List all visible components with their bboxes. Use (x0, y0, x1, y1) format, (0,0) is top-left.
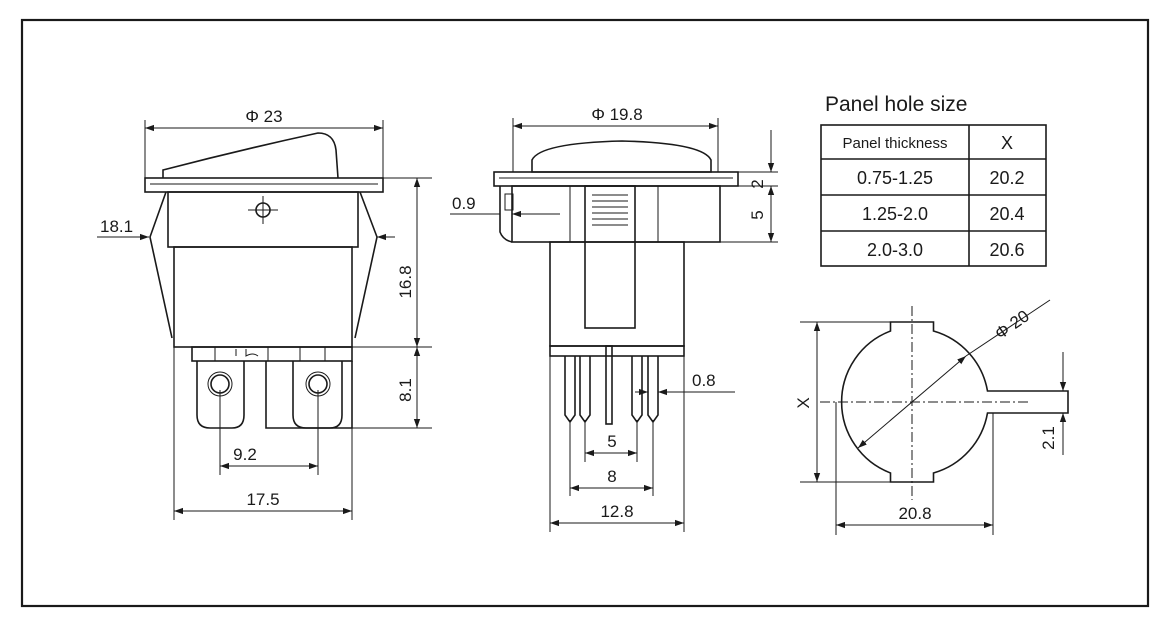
front-body-height-label: 16.8 (396, 265, 415, 298)
front-view (144, 132, 384, 429)
front-view-dimensions: Φ 23 18.1 16.8 8.1 9.2 17.5 (97, 107, 432, 520)
panel-row-2-x: 20.4 (989, 204, 1024, 224)
front-left-clip (149, 191, 173, 339)
drawing-frame (20, 18, 1150, 608)
panel-row-3-thickness: 2.0-3.0 (867, 240, 923, 260)
front-terminal-pitch-label: 9.2 (233, 445, 257, 464)
front-base-width-label: 17.5 (246, 490, 279, 509)
panel-hole-outline (840, 321, 1069, 483)
front-terminal-height-label: 8.1 (396, 378, 415, 402)
panel-row-1-x: 20.2 (989, 168, 1024, 188)
side-pin-pitch-outer-label: 8 (607, 467, 616, 486)
hole-overall-width-label: 20.8 (898, 504, 931, 523)
side-bezel (493, 171, 739, 187)
panel-hole-view: Φ 20 X 2.1 20.8 (794, 299, 1069, 535)
panel-row-3-x: 20.6 (989, 240, 1024, 260)
panel-row-2-thickness: 1.25-2.0 (862, 204, 928, 224)
side-offset-label: 0.9 (452, 194, 476, 213)
hole-x-label: X (794, 397, 813, 408)
hole-diameter-label: Φ 20 (991, 306, 1032, 343)
side-dome-cap (531, 140, 712, 173)
panel-hole-table: Panel hole size Panel thickness X 0.75-1… (820, 93, 1047, 267)
front-lower-body (173, 246, 353, 348)
side-pins (564, 345, 659, 425)
side-pin-width-label: 0.8 (692, 371, 716, 390)
side-body-width-label: 12.8 (600, 502, 633, 521)
panel-header-x: X (1001, 133, 1013, 153)
panel-table-title: Panel hole size (825, 93, 967, 116)
side-view (493, 140, 739, 425)
front-dia-label: Φ 23 (245, 107, 282, 126)
side-dia-label: Φ 19.8 (591, 105, 642, 124)
side-lower-housing (549, 241, 685, 347)
side-pin-pitch-inner-label: 5 (607, 432, 616, 451)
panel-header-thickness: Panel thickness (842, 135, 947, 152)
side-view-dimensions: Φ 19.8 0.9 2 5 0.8 5 8 12.8 (450, 105, 778, 532)
front-bezel (144, 177, 384, 193)
side-cap-height-label: 2 (748, 179, 767, 188)
front-rocker (162, 132, 339, 179)
panel-row-1-thickness: 0.75-1.25 (857, 168, 933, 188)
side-lip-height-label: 5 (748, 210, 767, 219)
front-height-left-label: 18.1 (100, 217, 133, 236)
hole-key-width-label: 2.1 (1039, 426, 1058, 450)
front-terminal-left (196, 361, 245, 429)
